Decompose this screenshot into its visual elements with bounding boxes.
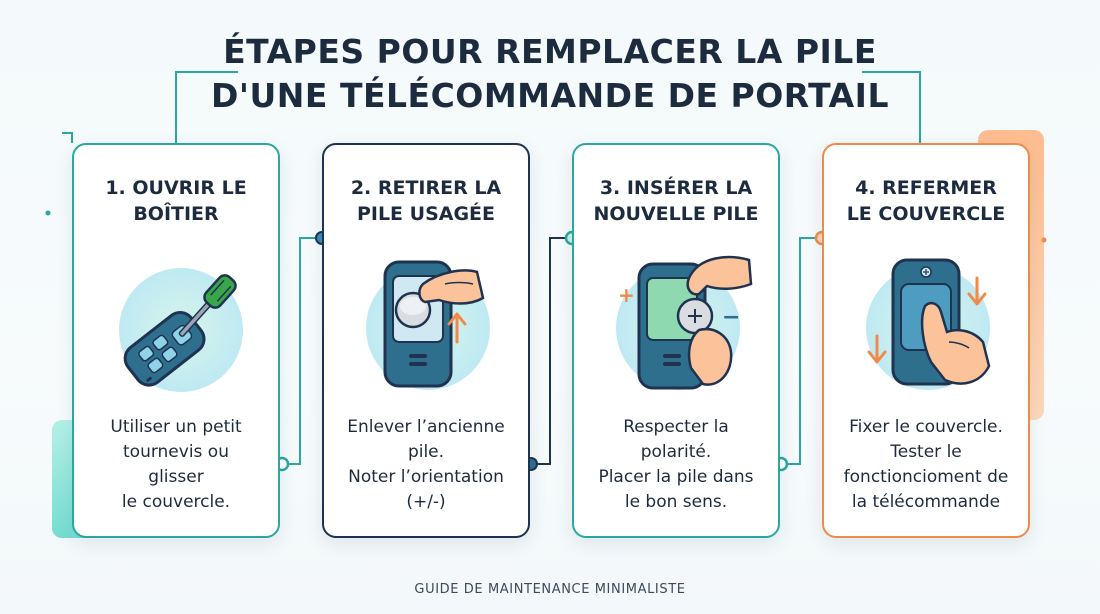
step-heading: 2. RETIRER LA PILE USAGÉE xyxy=(350,177,502,225)
title-line-2: D'UNE TÉLÉCOMMANDE DE PORTAIL xyxy=(211,76,889,115)
step-card-3: 3. INSÉRER LA NOUVELLE PILE + − Respecte… xyxy=(572,143,780,538)
close-cover-icon xyxy=(866,258,991,390)
insert-battery-icon xyxy=(616,255,753,390)
step-card-1: 1. OUVRIR LE BOÎTIER Utiliser un pe xyxy=(72,143,280,538)
remove-battery-icon xyxy=(366,260,490,390)
step-heading: 3. INSÉRER LA NOUVELLE PILE xyxy=(593,177,759,225)
title-line-1: ÉTAPES POUR REMPLACER LA PILE xyxy=(223,32,877,71)
step-heading: 1. OUVRIR LE BOÎTIER xyxy=(105,177,247,225)
screwdriver-remote-icon xyxy=(119,268,243,392)
step-description: Fixer le couvercle. Tester le fonctionci… xyxy=(843,417,1009,512)
plus-sign: + xyxy=(618,283,635,307)
step-card-2: 2. RETIRER LA PILE USAGÉE Enlever l’anci… xyxy=(322,143,530,538)
step-description: Utiliser un petit tournevis ou glisser l… xyxy=(110,417,242,512)
minus-sign: − xyxy=(722,305,741,330)
step-heading: 4. REFERMER LE COUVERCLE xyxy=(846,177,1006,225)
step-card-4: 4. REFERMER LE COUVERCLE Fixer le couver… xyxy=(822,143,1030,538)
step-description: Enlever l’ancienne pile. Noter l’orienta… xyxy=(347,417,505,512)
footer-caption: GUIDE DE MAINTENANCE MINIMALISTE xyxy=(414,582,686,597)
step-description: Respecter la polarité. Placer la pile da… xyxy=(598,417,754,512)
page-title: ÉTAPES POUR REMPLACER LA PILE D'UNE TÉLÉ… xyxy=(0,30,1100,118)
